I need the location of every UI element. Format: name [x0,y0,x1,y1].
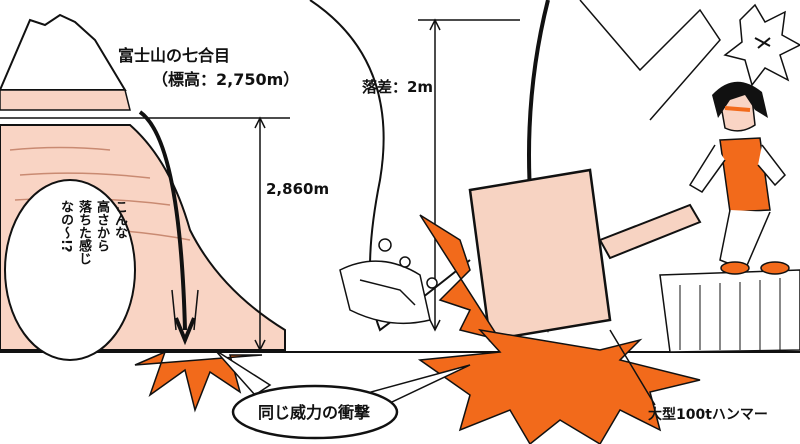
thought-bubble [4,179,136,361]
cushion [659,269,800,353]
hammer-drop-label: 落差：2m [362,78,434,96]
thought-line: なの～!? [58,200,73,253]
big-hammer [468,168,702,342]
impact-label: 同じ威力の衝撃 [258,403,371,422]
hammer-label-pointer [609,329,656,406]
fuji-station-label: 富士山の七合目 [118,46,231,65]
fuji-fall-arrow [138,110,199,346]
anger-mark [723,3,800,87]
fuji-fall-height-label: 2,860m [266,180,330,198]
worker-character [688,81,790,275]
thought-line: 高さから [94,200,109,252]
right-impact-burst [417,328,701,444]
fuji-elevation-label: （標高：2,750m） [152,70,300,89]
thought-line: 落ちた感じ [76,200,91,265]
debris [339,238,438,325]
thought-line: こんな [112,200,127,239]
hammer-name-label: 大型100tハンマー [648,407,768,423]
thought-bubble-text: こんな 高さから 落ちた感じ なの～!? [28,200,128,340]
impact-bubble-tail-left [214,349,272,396]
machine-arm [579,0,721,121]
impact-bubble [231,384,399,440]
